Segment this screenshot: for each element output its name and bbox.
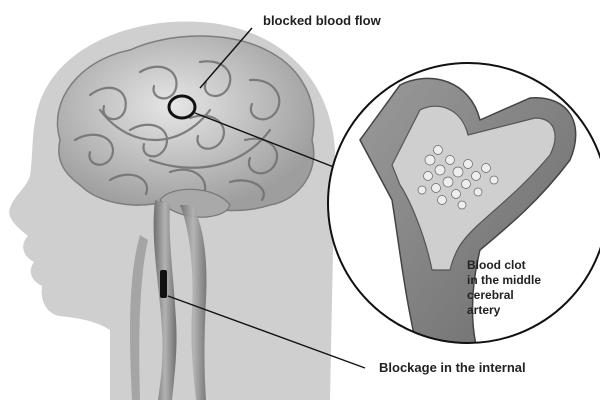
artery-lumen — [391, 105, 556, 271]
brain — [56, 35, 315, 212]
small-vessel — [130, 235, 148, 400]
leader-line-blockage — [167, 295, 366, 369]
vertebral-artery — [180, 205, 207, 400]
label-clot-line-4: artery — [467, 303, 501, 317]
label-blockage-internal: Blockage in the internal — [379, 360, 526, 375]
cerebellum — [159, 188, 231, 218]
carotid-artery — [153, 200, 177, 400]
label-clot-line-3: cerebral — [467, 288, 514, 302]
label-clot-line-2: in the middle — [467, 273, 542, 287]
brain-folds — [73, 60, 281, 202]
leader-line-top — [199, 27, 253, 89]
artery-zoom — [359, 77, 577, 343]
label-blood-clot: Blood clot in the middle cerebral artery — [467, 258, 541, 318]
label-clot-line-1: Blood clot — [467, 258, 526, 272]
blood-clot — [417, 145, 499, 210]
highlight-circle — [167, 94, 197, 120]
label-blocked-blood-flow: blocked blood flow — [263, 13, 381, 28]
blockage-mark — [160, 270, 167, 298]
magnifier-border — [327, 62, 600, 344]
